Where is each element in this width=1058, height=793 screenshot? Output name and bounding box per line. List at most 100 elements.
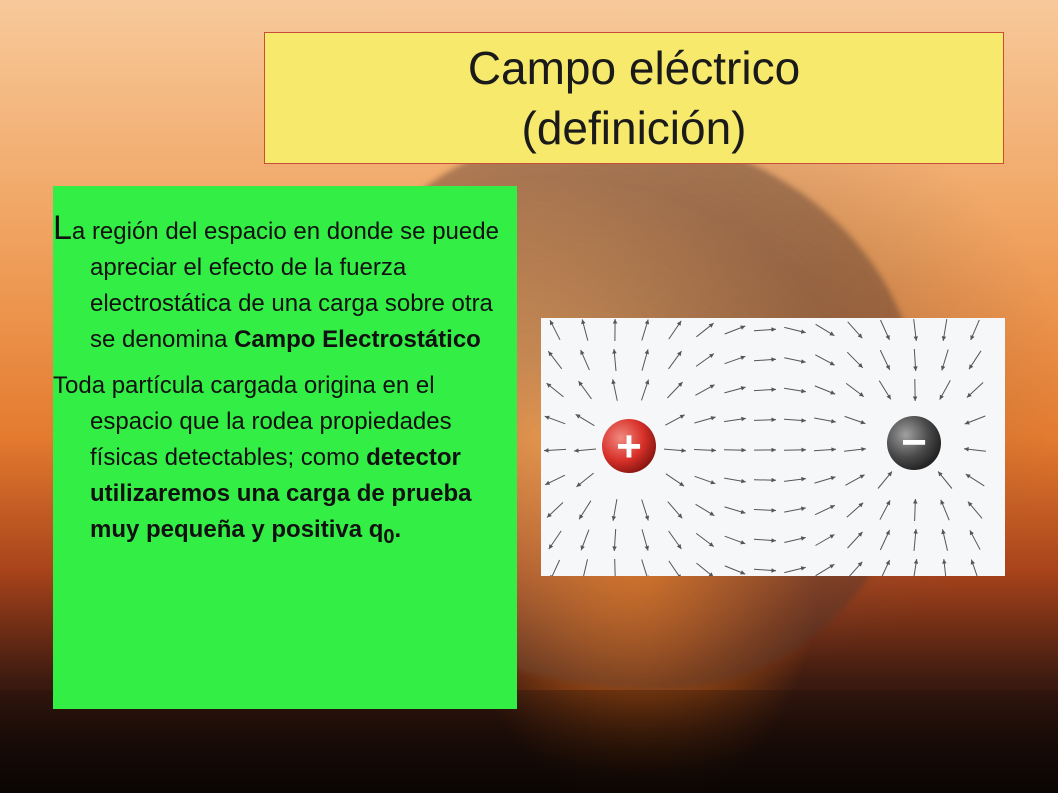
field-arrow-head (886, 394, 891, 400)
field-arrows (543, 318, 986, 582)
field-arrow-line (668, 560, 682, 580)
field-arrow-head (611, 379, 616, 385)
field-arrow-head (771, 357, 776, 362)
field-arrow-head (612, 349, 617, 354)
field-arrow-head (941, 336, 947, 341)
field-arrow-head (942, 559, 947, 564)
field-arrow-head (938, 471, 943, 477)
field-arrow-head (857, 561, 863, 567)
field-arrow-head (548, 351, 553, 357)
field-arrow-head (801, 476, 806, 482)
field-arrow-head (967, 501, 973, 507)
field-arrow-head (885, 560, 890, 566)
field-arrow-head (801, 447, 806, 453)
field-arrow-head (913, 529, 918, 534)
field-arrow-line (641, 559, 649, 581)
field-arrow-head (969, 530, 974, 536)
field-arrow-head (676, 544, 682, 549)
field-arrow-head (740, 355, 746, 360)
field-arrow-head (859, 474, 865, 479)
field-arrow-head (711, 448, 716, 453)
field-arrow-head (800, 536, 806, 541)
field-arrow-head (800, 359, 806, 364)
field-arrow-head (741, 416, 746, 422)
field-arrow-head (964, 447, 969, 452)
field-arrow-head (800, 506, 806, 511)
field-arrow-head (550, 320, 554, 326)
field-arrow-head (860, 420, 866, 425)
field-arrow-head (965, 474, 971, 479)
paragraph-1-text: a región del espacio en donde se puede a… (71, 218, 499, 353)
field-arrow-head (829, 361, 835, 366)
field-arrow-head (644, 349, 649, 355)
field-arrow-head (771, 447, 776, 453)
negative-charge: − (887, 416, 941, 470)
field-arrow-head (708, 542, 714, 547)
field-arrow-head (612, 319, 618, 324)
field-arrow-head (830, 476, 836, 481)
field-arrow-line (549, 559, 561, 581)
field-arrow-head (741, 447, 746, 453)
field-arrow-head (939, 394, 944, 400)
field-arrow-head (710, 416, 716, 421)
field-arrow-head (544, 448, 549, 453)
field-arrow-head (677, 513, 683, 519)
field-arrow-head (741, 478, 746, 484)
field-arrow-head (771, 387, 776, 392)
field-arrow-head (676, 320, 682, 326)
field-arrow-head (969, 364, 974, 370)
body-text: La región del espacio en donde se puede … (53, 210, 521, 565)
field-arrow-head (885, 335, 890, 340)
negative-charge-label: − (901, 418, 927, 467)
field-arrow-head (576, 482, 582, 487)
field-arrow-head (740, 386, 746, 391)
positive-charge: + (602, 419, 656, 473)
field-arrow-head (912, 396, 918, 401)
field-arrow-head (581, 319, 586, 325)
field-arrow-head (886, 500, 891, 506)
field-arrow-line (582, 559, 588, 581)
field-arrow-head (771, 508, 776, 513)
field-arrow-head (941, 529, 946, 535)
field-arrow-head (940, 499, 945, 505)
field-arrow-head (677, 382, 683, 387)
field-arrow-head (580, 545, 585, 551)
field-arrow-head (801, 388, 806, 394)
positive-charge-label: + (616, 422, 642, 471)
field-arrow-head (578, 381, 583, 387)
field-arrow-head (858, 363, 863, 368)
field-arrow-head (800, 329, 806, 334)
field-lines-svg: + − (543, 318, 986, 582)
field-arrow-head (710, 480, 716, 485)
field-arrow-head (829, 564, 835, 569)
field-arrow-head (579, 514, 584, 520)
field-arrow-head (857, 531, 863, 537)
field-arrow-head (830, 390, 836, 395)
field-arrow-head (966, 392, 972, 398)
field-arrow-head (913, 499, 918, 504)
field-arrow-head (740, 570, 746, 575)
field-arrow-head (708, 572, 714, 577)
field-arrow-head (547, 512, 552, 518)
paragraph-2-bold: detector utilizaremos una carga de prueb… (90, 444, 472, 543)
paragraph-2-subscript: 0 (383, 525, 395, 548)
field-arrow-head (709, 353, 714, 358)
dropcap: L (53, 209, 72, 247)
field-arrow-head (644, 319, 650, 325)
field-arrow-head (941, 365, 946, 371)
field-arrow-head (831, 447, 836, 452)
field-arrow-head (885, 530, 890, 535)
field-arrow-head (913, 366, 918, 371)
field-arrow-head (913, 336, 918, 341)
field-arrow-head (829, 534, 835, 539)
field-arrow-head (575, 414, 581, 419)
field-lines-diagram: + − (541, 318, 1005, 582)
field-arrow-head (644, 379, 650, 385)
field-arrow-head (861, 447, 866, 452)
field-arrow-head (740, 540, 746, 545)
field-arrow-head (771, 538, 776, 543)
field-arrow-head (708, 323, 714, 328)
paragraph-1-bold: Campo Electrostático (234, 326, 481, 353)
field-arrow-head (887, 471, 892, 477)
field-arrow-head (829, 505, 835, 510)
